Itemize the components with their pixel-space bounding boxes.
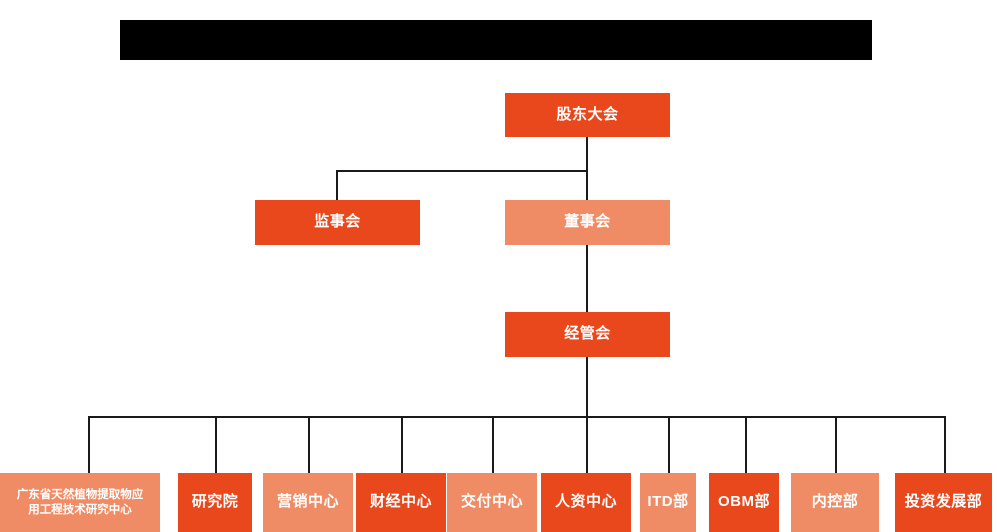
node-management-committee-label: 经管会 <box>564 325 611 343</box>
connector-directors-to-management <box>586 245 588 312</box>
connector-drop-hr <box>586 416 588 473</box>
node-shareholders-meeting[interactable]: 股东大会 <box>505 93 670 137</box>
connector-shareholders-down <box>586 137 588 171</box>
connector-drop-internal-control <box>835 416 837 473</box>
connector-drop-research-center <box>88 416 90 473</box>
node-dept-hr-label: 人资中心 <box>554 493 617 511</box>
connector-drop-marketing <box>308 416 310 473</box>
redacted-title-bar <box>120 20 872 60</box>
connector-drop-obm <box>745 416 747 473</box>
connector-to-supervisors <box>336 170 338 200</box>
node-dept-delivery[interactable]: 交付中心 <box>447 473 537 532</box>
node-shareholders-meeting-label: 股东大会 <box>556 105 619 123</box>
node-dept-hr[interactable]: 人资中心 <box>541 473 631 532</box>
node-dept-itd[interactable]: ITD部 <box>640 473 696 532</box>
node-dept-marketing-label: 营销中心 <box>276 493 339 511</box>
node-board-of-supervisors[interactable]: 监事会 <box>255 200 420 245</box>
node-dept-research-center-label: 广东省天然植物提取物应 用工程技术研究中心 <box>13 488 148 517</box>
node-dept-obm[interactable]: OBM部 <box>709 473 779 532</box>
node-dept-investment-label: 投资发展部 <box>904 493 983 511</box>
connector-drop-investment <box>944 416 946 473</box>
node-board-of-supervisors-label: 监事会 <box>314 213 361 231</box>
connector-department-bus <box>88 416 946 418</box>
node-dept-investment[interactable]: 投资发展部 <box>895 473 992 532</box>
node-dept-delivery-label: 交付中心 <box>460 493 523 511</box>
connector-drop-institute <box>215 416 217 473</box>
node-dept-internal-control-label: 内控部 <box>811 493 859 511</box>
node-dept-institute[interactable]: 研究院 <box>178 473 252 532</box>
connector-tier2-bus <box>336 170 588 172</box>
connector-drop-itd <box>668 416 670 473</box>
node-dept-research-center[interactable]: 广东省天然植物提取物应 用工程技术研究中心 <box>0 473 160 532</box>
node-dept-marketing[interactable]: 营销中心 <box>263 473 353 532</box>
node-dept-itd-label: ITD部 <box>647 493 689 511</box>
connector-drop-delivery <box>492 416 494 473</box>
node-dept-internal-control[interactable]: 内控部 <box>791 473 879 532</box>
node-board-of-directors[interactable]: 董事会 <box>505 200 670 245</box>
node-dept-research-center-line1: 广东省天然植物提取物应 <box>16 489 144 502</box>
node-board-of-directors-label: 董事会 <box>564 213 611 231</box>
connector-management-down <box>586 357 588 416</box>
node-dept-institute-label: 研究院 <box>191 493 239 511</box>
node-dept-finance[interactable]: 财经中心 <box>356 473 446 532</box>
connector-to-directors <box>586 170 588 200</box>
node-dept-obm-label: OBM部 <box>718 493 770 511</box>
node-dept-research-center-line2: 用工程技术研究中心 <box>28 503 132 516</box>
node-dept-finance-label: 财经中心 <box>369 493 432 511</box>
connector-drop-finance <box>401 416 403 473</box>
node-management-committee[interactable]: 经管会 <box>505 312 670 357</box>
